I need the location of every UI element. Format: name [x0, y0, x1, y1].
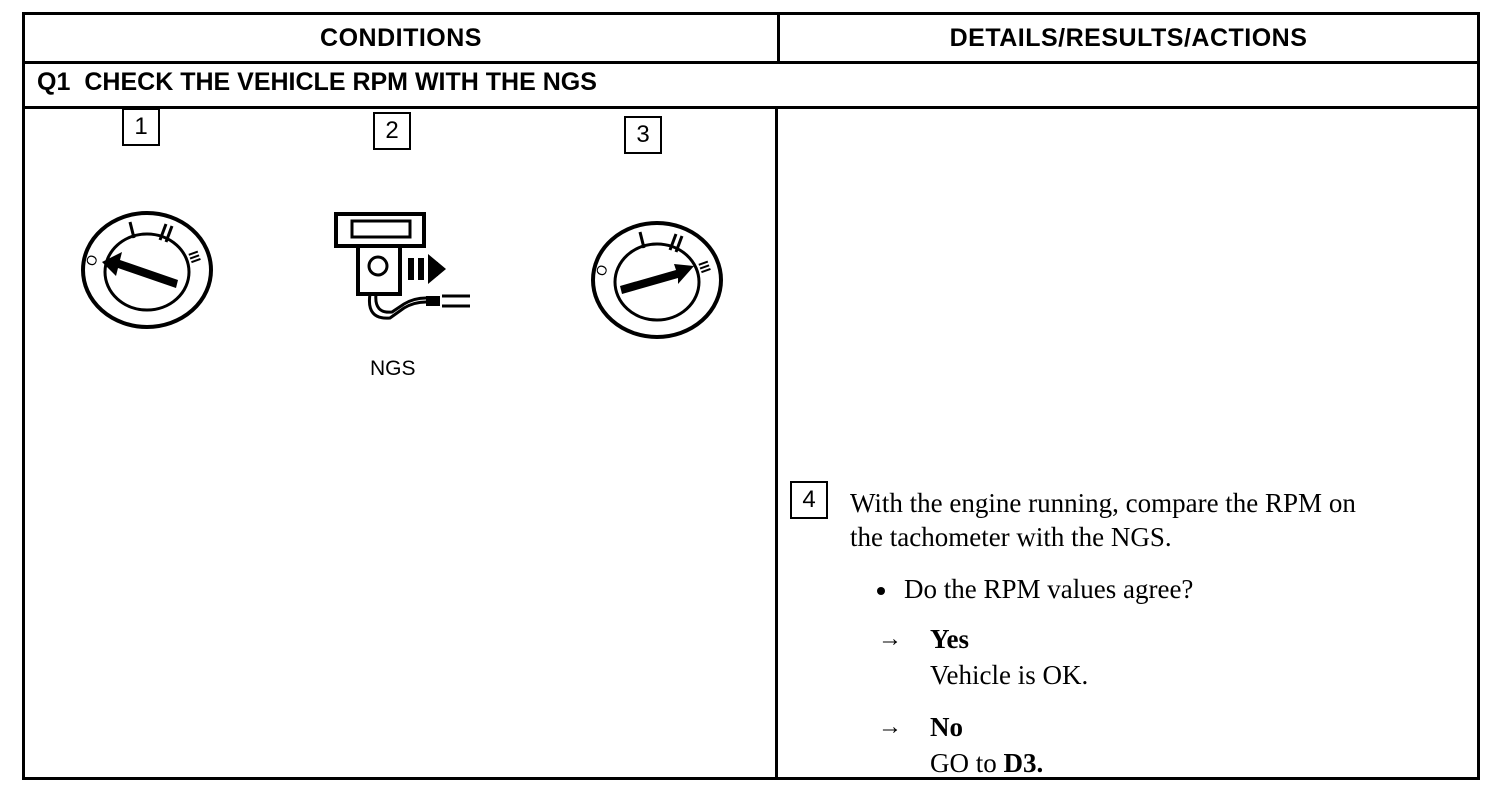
column-divider	[775, 109, 778, 777]
step-1-box: 1	[122, 108, 160, 146]
ignition-key-off-icon: O III	[81, 211, 213, 329]
svg-text:O: O	[82, 252, 101, 268]
ignition-key-run-icon: O III	[591, 221, 723, 339]
table-header: CONDITIONS DETAILS/RESULTS/ACTIONS	[25, 15, 1477, 64]
no-arrow-icon: →	[878, 714, 902, 740]
instruction-line-2: the tachometer with the NGS.	[850, 522, 1172, 552]
question-text: CHECK THE VEHICLE RPM WITH THE NGS	[84, 68, 597, 96]
details-header: DETAILS/RESULTS/ACTIONS	[949, 23, 1308, 52]
question-id: Q1	[37, 68, 71, 96]
question-row: Q1 CHECK THE VEHICLE RPM WITH THE NGS	[25, 64, 1477, 109]
step-3-box: 3	[624, 116, 662, 154]
yes-answer: Yes	[930, 624, 969, 654]
ngs-label: NGS	[370, 357, 416, 380]
conditions-header: CONDITIONS	[25, 15, 780, 61]
yes-action: Vehicle is OK.	[930, 660, 1089, 690]
no-action-target: D3.	[1003, 748, 1044, 778]
diagnostic-table: CONDITIONS DETAILS/RESULTS/ACTIONS Q1 CHE…	[22, 12, 1480, 780]
svg-text:III: III	[695, 259, 714, 275]
instruction-line-1: With the engine running, compare the RPM…	[850, 488, 1356, 518]
step-2-box: 2	[373, 112, 411, 150]
no-action-prefix: GO to	[930, 748, 1004, 778]
bullet-icon	[877, 587, 885, 595]
question-title: Q1 CHECK THE VEHICLE RPM WITH THE NGS	[37, 68, 611, 97]
step-4-box: 4	[790, 481, 828, 519]
no-answer: No	[930, 712, 963, 742]
ngs-tester-connect-icon	[334, 212, 470, 320]
svg-text:O: O	[592, 262, 611, 278]
check-question: Do the RPM values agree?	[904, 574, 1194, 604]
no-action: GO to D3.	[930, 746, 1043, 780]
yes-arrow-icon: →	[878, 626, 902, 652]
svg-text:III: III	[185, 249, 204, 265]
